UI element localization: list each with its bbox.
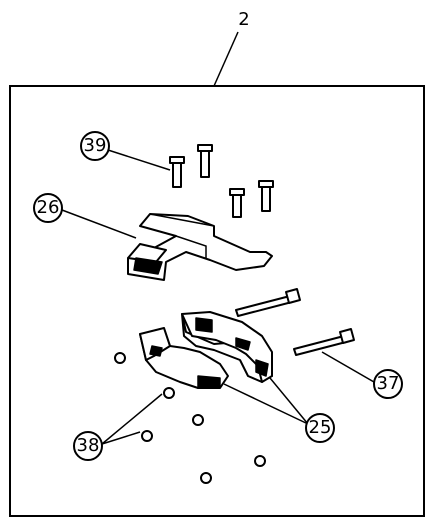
long-bolts <box>235 288 355 356</box>
callout-25: 25 <box>305 413 335 443</box>
lower-bracket-assembly <box>139 311 273 389</box>
upper-bracket <box>127 213 273 281</box>
callout-38-label: 38 <box>77 435 100 456</box>
callout-26-label: 26 <box>37 197 60 218</box>
assembly-label: 2 <box>238 9 249 30</box>
callout-25-label: 25 <box>309 417 332 438</box>
nuts <box>114 352 266 484</box>
assembly-leader-line <box>213 31 239 87</box>
assembly-frame <box>9 85 425 517</box>
upper-screws <box>169 144 274 218</box>
callout-leaders <box>61 149 375 445</box>
callout-26: 26 <box>33 193 63 223</box>
callout-38: 38 <box>73 431 103 461</box>
callout-37: 37 <box>373 369 403 399</box>
callout-37-label: 37 <box>377 373 400 394</box>
callout-39-label: 39 <box>84 135 107 156</box>
callout-39: 39 <box>80 131 110 161</box>
